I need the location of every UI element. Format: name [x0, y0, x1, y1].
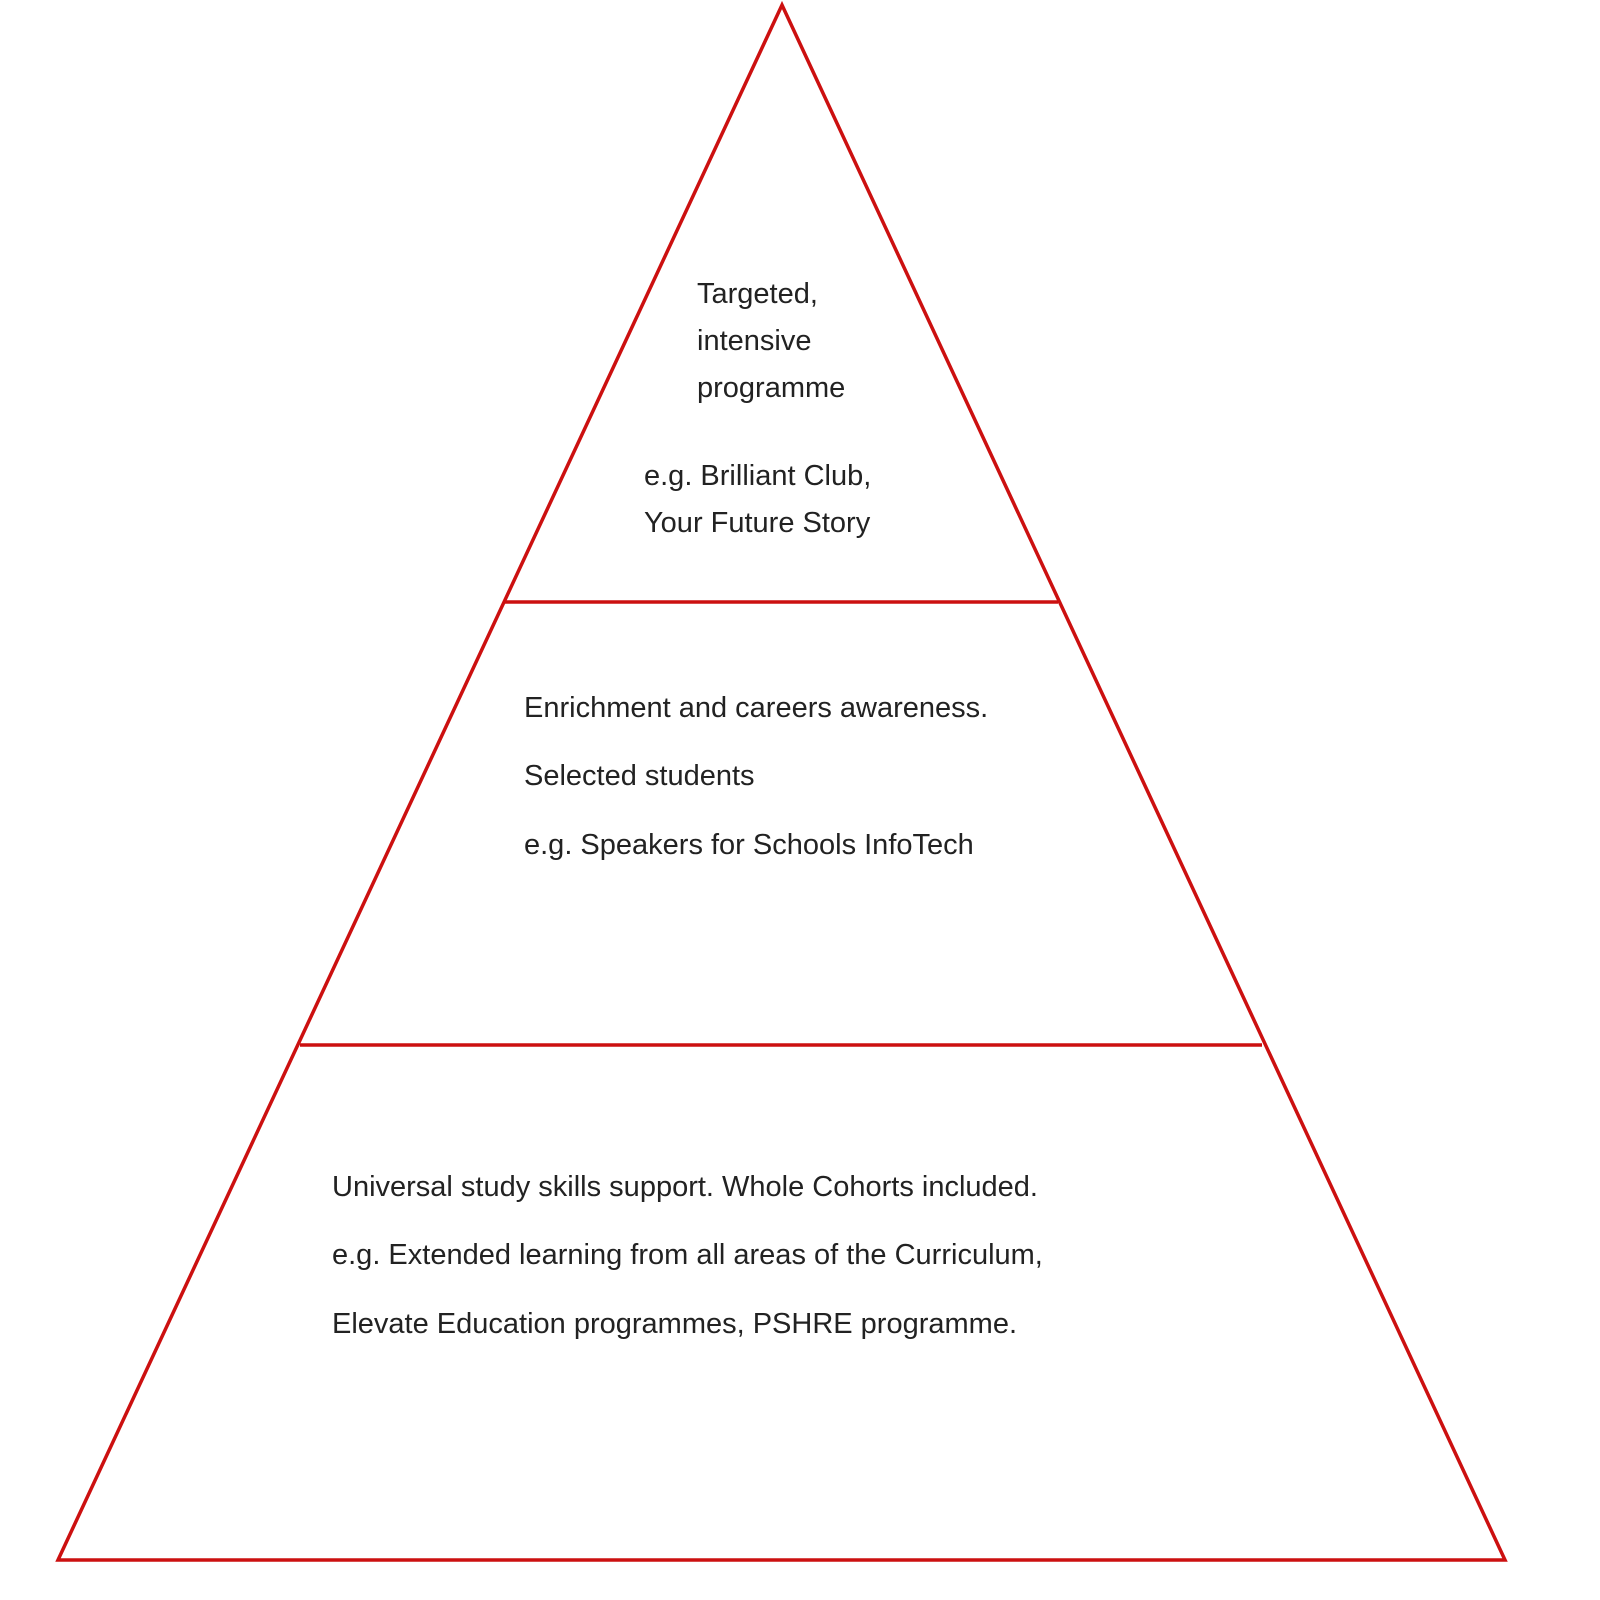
bottom-tier-line: e.g. Extended learning from all areas of… — [332, 1239, 1043, 1271]
top-tier-line: intensive — [697, 325, 812, 357]
top-tier-line: programme — [697, 372, 846, 404]
middle-tier-line: e.g. Speakers for Schools InfoTech — [524, 829, 974, 861]
middle-tier-line: Enrichment and careers awareness. — [524, 692, 989, 724]
bottom-tier-line: Universal study skills support. Whole Co… — [332, 1171, 1038, 1203]
top-tier-line: Targeted, — [697, 278, 818, 310]
bottom-tier-line: Elevate Education programmes, PSHRE prog… — [332, 1308, 1018, 1340]
pyramid-outline — [55, 0, 1508, 1562]
top-tier-example: Your Future Story — [644, 507, 871, 539]
middle-tier-line: Selected students — [524, 760, 755, 792]
top-tier-example: e.g. Brilliant Club, — [644, 460, 872, 492]
